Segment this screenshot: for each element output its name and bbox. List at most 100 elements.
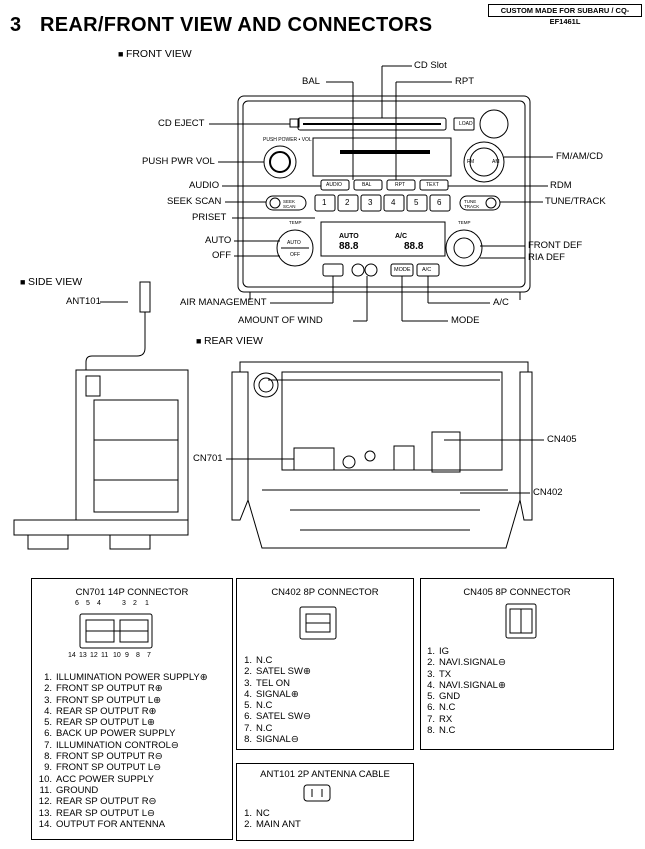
preset-5: 5 [414,198,419,207]
panel-bal: BAL [362,182,372,188]
label-cd-eject: CD EJECT [158,118,205,129]
front-leader-lines [209,65,553,322]
pin-label: N.C [256,700,273,712]
label-auto: AUTO [205,235,232,246]
pin-row: 7.RX [427,713,453,725]
pin-label: ACC POWER SUPPLY [56,773,155,785]
label-mode: MODE [451,315,480,326]
page-title: REAR/FRONT VIEW AND CONNECTORS [40,14,433,36]
section-number: 3 [10,14,22,36]
cn701-bottom-pin-number: 13 [79,652,87,659]
pin-row: 6.N.C [427,702,456,714]
panel-push-power-vol: PUSH POWER • VOL [263,137,312,143]
cn701-bottom-pin-number: 14 [68,652,76,659]
pin-label: N.C [256,722,273,734]
panel-ac: A/C [422,267,432,273]
pin-label: FRONT SP OUTPUT R⊕ [56,683,163,695]
pin-label: ILLUMINATION CONTROL⊖ [56,739,179,751]
pin-label: GROUND [56,784,99,796]
pin-label: N.C [256,655,273,666]
label-bal: BAL [302,76,320,87]
pin-row: 7.N.C [244,722,273,734]
pin-label: MAIN ANT [256,819,301,831]
panel-audio: AUDIO [326,182,342,188]
label-amount-of-wind: AMOUNT OF WIND [238,315,323,326]
label-tune-track: TUNE/TRACK [545,196,606,207]
preset-2: 2 [345,198,350,207]
pin-row: 1.ILLUMINATION POWER SUPPLY⊕ [44,672,208,683]
pin-label: N.C [439,725,456,737]
pin-row: 6.BACK UP POWER SUPPLY [44,728,176,740]
panel-seek: SEEK SCAN [283,199,296,209]
label-ria-def: RIA DEF [528,252,565,263]
cn701-top-pin-number: 5 [86,600,90,607]
cn402-pin-list: 1.N.C 2.SATEL SW⊕ 3.TEL ON 4.SIGNAL⊕ 5.N… [232,655,311,745]
panel-fm: FM [467,159,475,165]
pin-row: 13.REAR SP OUTPUT L⊖ [38,807,155,819]
front-unit-drawing [237,95,531,300]
panel-off: OFF [290,252,300,258]
front-view-heading: FRONT VIEW [118,48,192,60]
display-digits-right: 88.8 [404,241,424,252]
pin-row: 9.FRONT SP OUTPUT L⊖ [44,762,162,774]
label-seek-scan: SEEK SCAN [167,196,222,207]
pin-row: 5.N.C [244,700,273,712]
pin-row: 3.TEL ON [244,677,290,689]
label-priset: PRISET [192,212,227,223]
label-audio: AUDIO [189,180,220,191]
pin-row: 5.REAR SP OUTPUT L⊕ [44,717,155,729]
pin-label: REAR SP OUTPUT L⊖ [56,807,155,819]
panel-tune: TUNE TRACK [464,199,480,209]
display-digits-left: 88.8 [339,241,359,252]
panel-auto: AUTO [287,240,301,246]
panel-mode: MODE [394,267,411,273]
cn402-box: CN402 8P CONNECTOR [236,578,414,750]
cn701-bottom-pin-number: 10 [113,652,121,659]
pin-label: REAR SP OUTPUT R⊕ [56,705,157,717]
panel-load: LOAD [459,121,473,127]
cn405-pin-list: 1.IG 2.NAVI.SIGNAL⊖ 3.TX 4.NAVI.SIGNAL⊕ … [415,646,506,736]
cn405-box: CN405 8P CONNECTOR [420,578,614,750]
pin-label: SIGNAL⊖ [256,734,299,746]
model-tag: CUSTOM MADE FOR SUBARU / CQ-EF1461L [488,4,642,26]
panel-rpt: RPT [395,182,405,188]
label-off: OFF [212,250,231,261]
label-fm-am-cd: FM/AM/CD [556,151,603,162]
cn701-top-pin-number: 2 [133,600,137,607]
panel-text: TEXT [426,182,439,188]
pin-label: REAR SP OUTPUT R⊖ [56,796,157,808]
pin-row: 11.GROUND [39,784,99,796]
pin-label: ILLUMINATION POWER SUPPLY⊕ [56,672,208,683]
label-rdm: RDM [550,180,572,191]
label-rpt: RPT [455,76,474,87]
pin-row: 7.ILLUMINATION CONTROL⊖ [44,739,179,751]
pin-row: 1.NC [244,808,270,819]
pin-label: RX [439,713,453,725]
pin-label: FRONT SP OUTPUT L⊕ [56,694,162,706]
pin-row: 8.SIGNAL⊖ [244,734,299,746]
pin-label: NAVI.SIGNAL⊖ [439,657,506,669]
rear-unit-drawing [231,361,533,549]
pin-row: 2.FRONT SP OUTPUT R⊕ [44,683,163,695]
ant101-drawing [303,784,331,802]
cn701-top-pin-number: 4 [97,600,101,607]
cn701-bottom-pin-number: 7 [147,652,151,659]
label-push-pwr-vol: PUSH PWR VOL [142,156,215,167]
pin-label: TEL ON [256,677,290,689]
pin-row: 12.REAR SP OUTPUT R⊖ [38,796,157,808]
pin-label: FRONT SP OUTPUT L⊖ [56,762,162,774]
cn405-title: CN405 8P CONNECTOR [463,587,571,598]
pin-row: 8.FRONT SP OUTPUT R⊖ [44,751,163,763]
pin-row: 2.NAVI.SIGNAL⊖ [427,657,506,669]
pin-label: FRONT SP OUTPUT R⊖ [56,751,163,763]
pin-label: GND [439,691,461,703]
preset-6: 6 [437,198,442,207]
pin-label: TX [439,668,452,680]
cn701-pin-list: 1.ILLUMINATION POWER SUPPLY⊕ 2.FRONT SP … [32,672,208,830]
label-front-def: FRONT DEF [528,240,583,251]
pin-label: SATEL SW⊖ [256,711,311,723]
cn701-bottom-pin-number: 11 [101,652,109,659]
pin-row: 2.SATEL SW⊕ [244,666,311,678]
cn701-box: CN701 14P CONNECTOR [31,578,233,840]
